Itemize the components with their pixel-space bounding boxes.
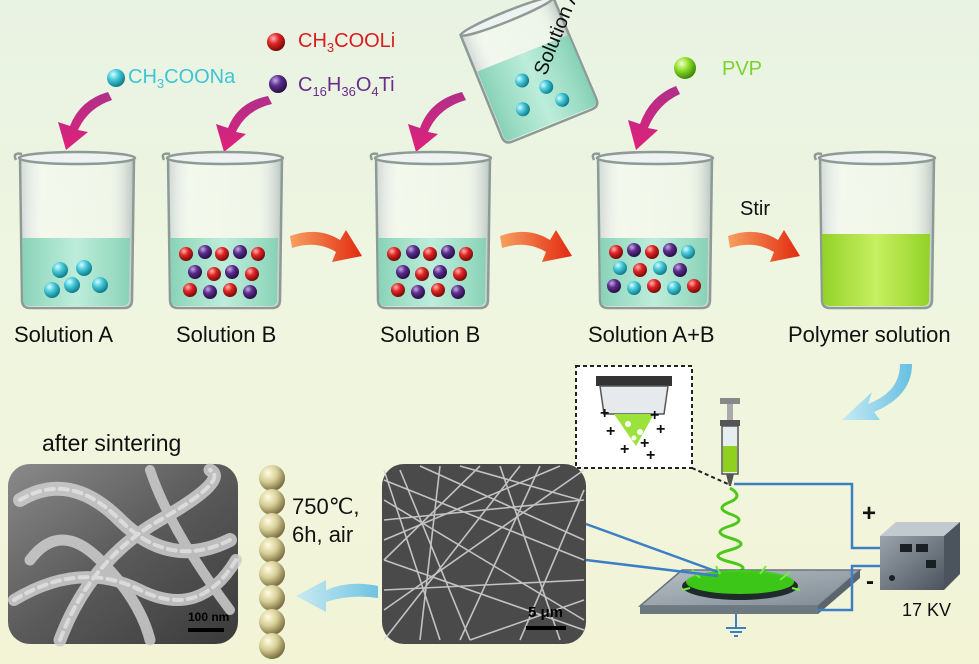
svg-text:+: + bbox=[640, 435, 649, 452]
collector-plate bbox=[637, 565, 863, 614]
pvp-particle bbox=[674, 57, 696, 79]
svg-text:+: + bbox=[656, 421, 665, 438]
cyan-arrow-down bbox=[842, 364, 912, 420]
formula-part: CH bbox=[298, 30, 327, 52]
sem-fiber-image bbox=[382, 464, 586, 644]
magenta-arrow-3 bbox=[408, 92, 466, 152]
beaker-3 bbox=[369, 150, 493, 310]
addition-arrows bbox=[58, 86, 680, 152]
svg-text:+: + bbox=[620, 441, 629, 458]
sintering-conditions-line1: 750℃, bbox=[292, 494, 360, 519]
scale-bar-label-100nm: 100 nm bbox=[188, 610, 230, 624]
formula-subscript: 16 bbox=[312, 84, 327, 99]
sodium-acetate-particle bbox=[107, 69, 125, 87]
lithium-acetate-particle bbox=[267, 33, 285, 51]
reagent-particles bbox=[107, 33, 696, 93]
beaker-2 bbox=[161, 150, 285, 310]
svg-text:+: + bbox=[606, 423, 615, 440]
svg-text:+: + bbox=[650, 407, 659, 424]
svg-text:+: + bbox=[646, 447, 655, 464]
red-arrow-3 bbox=[728, 230, 800, 262]
red-arrow-2 bbox=[500, 230, 572, 262]
process-arrows bbox=[290, 230, 800, 262]
power-supply bbox=[880, 522, 960, 590]
formula-subscript: 3 bbox=[156, 76, 165, 91]
beaker-label-5: Polymer solution bbox=[788, 322, 951, 347]
needle-inset: +++ ++++ bbox=[575, 365, 693, 469]
svg-text:+: + bbox=[600, 405, 609, 422]
bead-chain bbox=[259, 465, 285, 659]
formula-subscript: 3 bbox=[326, 40, 335, 55]
pvp-label: PVP bbox=[722, 58, 763, 80]
cyan-arrow-left bbox=[296, 580, 378, 612]
beaker-5 bbox=[813, 150, 937, 310]
pouring-beaker bbox=[458, 0, 599, 144]
formula-part: H bbox=[326, 74, 342, 96]
magenta-arrow-4 bbox=[628, 86, 680, 150]
sem-sintered-image bbox=[8, 463, 242, 647]
beaker-4 bbox=[591, 150, 715, 310]
ground-icon bbox=[726, 614, 746, 637]
formula-part: O bbox=[355, 74, 372, 96]
formula-part: Ti bbox=[378, 74, 395, 96]
scale-bar-label-5um: 5 μm bbox=[528, 604, 564, 621]
beaker-label-4: Solution A+B bbox=[588, 322, 715, 347]
formula-subscript: 36 bbox=[341, 84, 356, 99]
syringe bbox=[720, 398, 740, 486]
formula-part: COOLi bbox=[334, 30, 396, 52]
formula-part: CH bbox=[128, 66, 157, 88]
beaker-label-3: Solution B bbox=[380, 322, 481, 347]
formula-part: C bbox=[298, 74, 313, 96]
magenta-arrow-1 bbox=[58, 92, 112, 150]
formula-subscript: 4 bbox=[371, 84, 379, 99]
beaker-label-2: Solution B bbox=[176, 322, 277, 347]
red-arrow-1 bbox=[290, 230, 362, 262]
circuit-wires bbox=[585, 482, 886, 612]
beaker-1 bbox=[13, 150, 137, 310]
polymer-jet bbox=[716, 486, 745, 584]
positive-terminal-label: + bbox=[862, 500, 877, 527]
voltage-label: 17 KV bbox=[902, 600, 952, 620]
titanium-butoxide-label: C16H36O4Ti bbox=[298, 74, 395, 99]
negative-terminal-label: - bbox=[866, 568, 874, 595]
titanium-butoxide-particle bbox=[269, 75, 287, 93]
magenta-arrow-2 bbox=[216, 96, 272, 152]
formula-part: COONa bbox=[164, 66, 236, 88]
stir-label: Stir bbox=[740, 198, 770, 220]
sodium-acetate-label: CH3COONa bbox=[128, 66, 235, 91]
after-sintering-heading: after sintering bbox=[42, 430, 182, 456]
sintering-conditions-line2: 6h, air bbox=[292, 522, 354, 547]
beaker-label-1: Solution A bbox=[14, 322, 114, 347]
lithium-acetate-label: CH3COOLi bbox=[298, 30, 395, 55]
